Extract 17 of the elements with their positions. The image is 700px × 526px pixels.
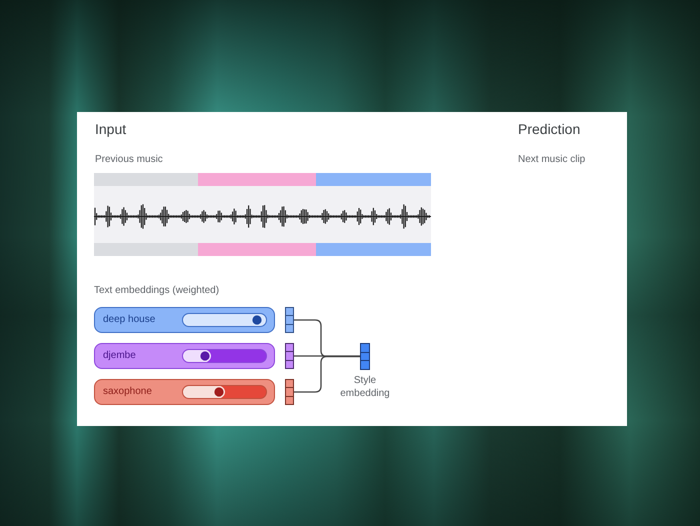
bracket-connector	[294, 356, 360, 393]
embedding-vector	[285, 379, 294, 405]
embedding-vector	[285, 343, 294, 369]
subheading-text: Previous music	[95, 154, 163, 166]
section-heading: Prediction	[518, 121, 580, 137]
prompt-text: saxophone	[103, 386, 152, 398]
section-heading: Input	[95, 121, 126, 137]
embedding-vector	[285, 307, 294, 333]
style-prompt-pill	[94, 343, 275, 369]
subheading-text: Text embeddings (weighted)	[94, 285, 220, 297]
style-prompt-pill	[94, 307, 275, 333]
vector-caption: Style embedding	[339, 374, 391, 400]
style-prompt-pill	[94, 379, 275, 405]
prompt-text: deep house	[103, 314, 156, 326]
subheading-text: Next music clip	[518, 154, 586, 166]
embedding-vector	[360, 343, 370, 370]
prompt-text: djembe	[103, 350, 136, 362]
